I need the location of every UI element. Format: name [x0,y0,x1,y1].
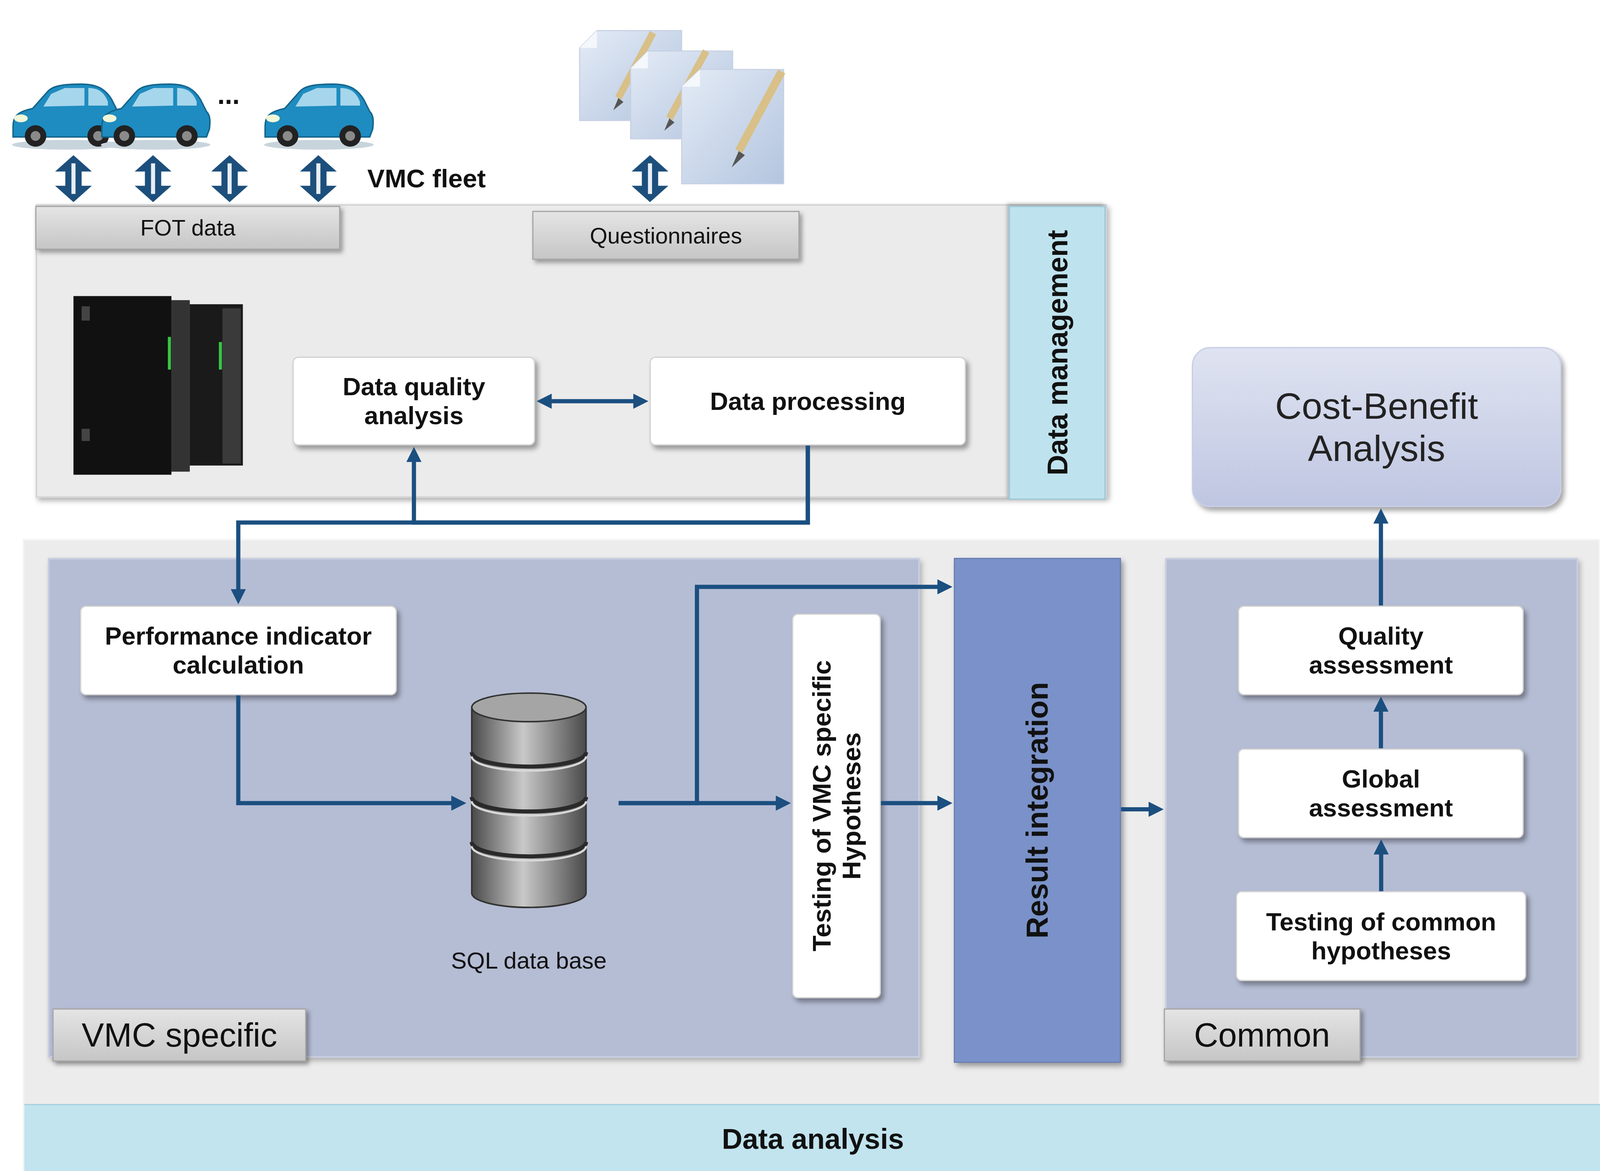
label-band: Testing of VMC specific Hypotheses [793,614,880,997]
flow-arrow [618,586,942,803]
node-text: Testing of common hypotheses [1247,907,1515,966]
process-box: Data processing [649,356,966,446]
label-band: Data analysis [24,1103,1600,1171]
group-tab: Common [1163,1008,1361,1062]
node-text: Cost-Benefit Analysis [1250,384,1503,470]
node-text: Quality assessment [1290,621,1471,680]
cylinder-outline [467,688,591,912]
region-panel: Data management FOT data QuestionnairesDat… [35,204,1108,498]
node-text: Questionnaires [590,222,743,249]
data-exchange-arrows [54,155,668,202]
node-text: Performance indicator calculation [91,621,386,680]
source-tab: Questionnaires [532,210,800,260]
ellipsis-label: ... [217,79,240,111]
database-label: SQL data base [450,947,607,974]
node-text: FOT data [140,214,236,241]
region-panel: Data analysis VMC specific Performance ind… [22,538,1600,1171]
group-tab: VMC specific [52,1008,307,1062]
database-cylinder: SQL data base [467,688,591,912]
integration-band: Result integration [953,557,1122,1063]
questionnaire-pages [579,30,784,184]
source-tab: FOT data [35,205,341,250]
flow-arrow [547,398,637,404]
flow-arrow [1378,707,1383,749]
result-box: Cost-Benefit Analysis [1191,346,1562,508]
group-panel: Common Quality assessmentGlobal assessmen… [1165,557,1579,1058]
vehicle-fleet [12,84,374,150]
node-text: Common [1193,1015,1331,1055]
node-text: Data analysis [721,1122,904,1155]
flow-arrow [238,445,808,593]
node-text: Result integration [1020,682,1055,939]
node-text: Data management [1040,230,1074,476]
flow-arrow [618,800,780,806]
node-text: Data processing [709,386,906,416]
flow-arrow [1379,850,1384,892]
process-box: Testing of common hypotheses [1235,890,1527,981]
flow-arrow [238,695,456,803]
flow-arrow [1121,807,1153,812]
flow-arrow [880,800,942,806]
process-box: Performance indicator calculation [80,605,397,696]
server-icon [73,295,243,475]
node-text: Testing of VMC specific Hypotheses [806,623,867,989]
node-text: VMC specific [81,1015,278,1055]
process-box: Quality assessment [1237,605,1524,696]
group-panel: VMC specific Performance indicator calcul… [47,557,921,1058]
process-box: Global assessment [1237,748,1524,839]
label-band: Result integration [955,559,1120,1062]
node-text: Data quality analysis [323,372,505,430]
process-box: Testing of VMC specific Hypotheses [792,613,881,999]
fleet-label: VMC fleet [367,163,486,194]
flow-arrow [414,445,808,523]
label-band: Data management [1008,205,1106,500]
node-text: Global assessment [1290,764,1471,823]
flow-arrow [1378,519,1383,606]
process-box: Data quality analysis [292,356,536,446]
